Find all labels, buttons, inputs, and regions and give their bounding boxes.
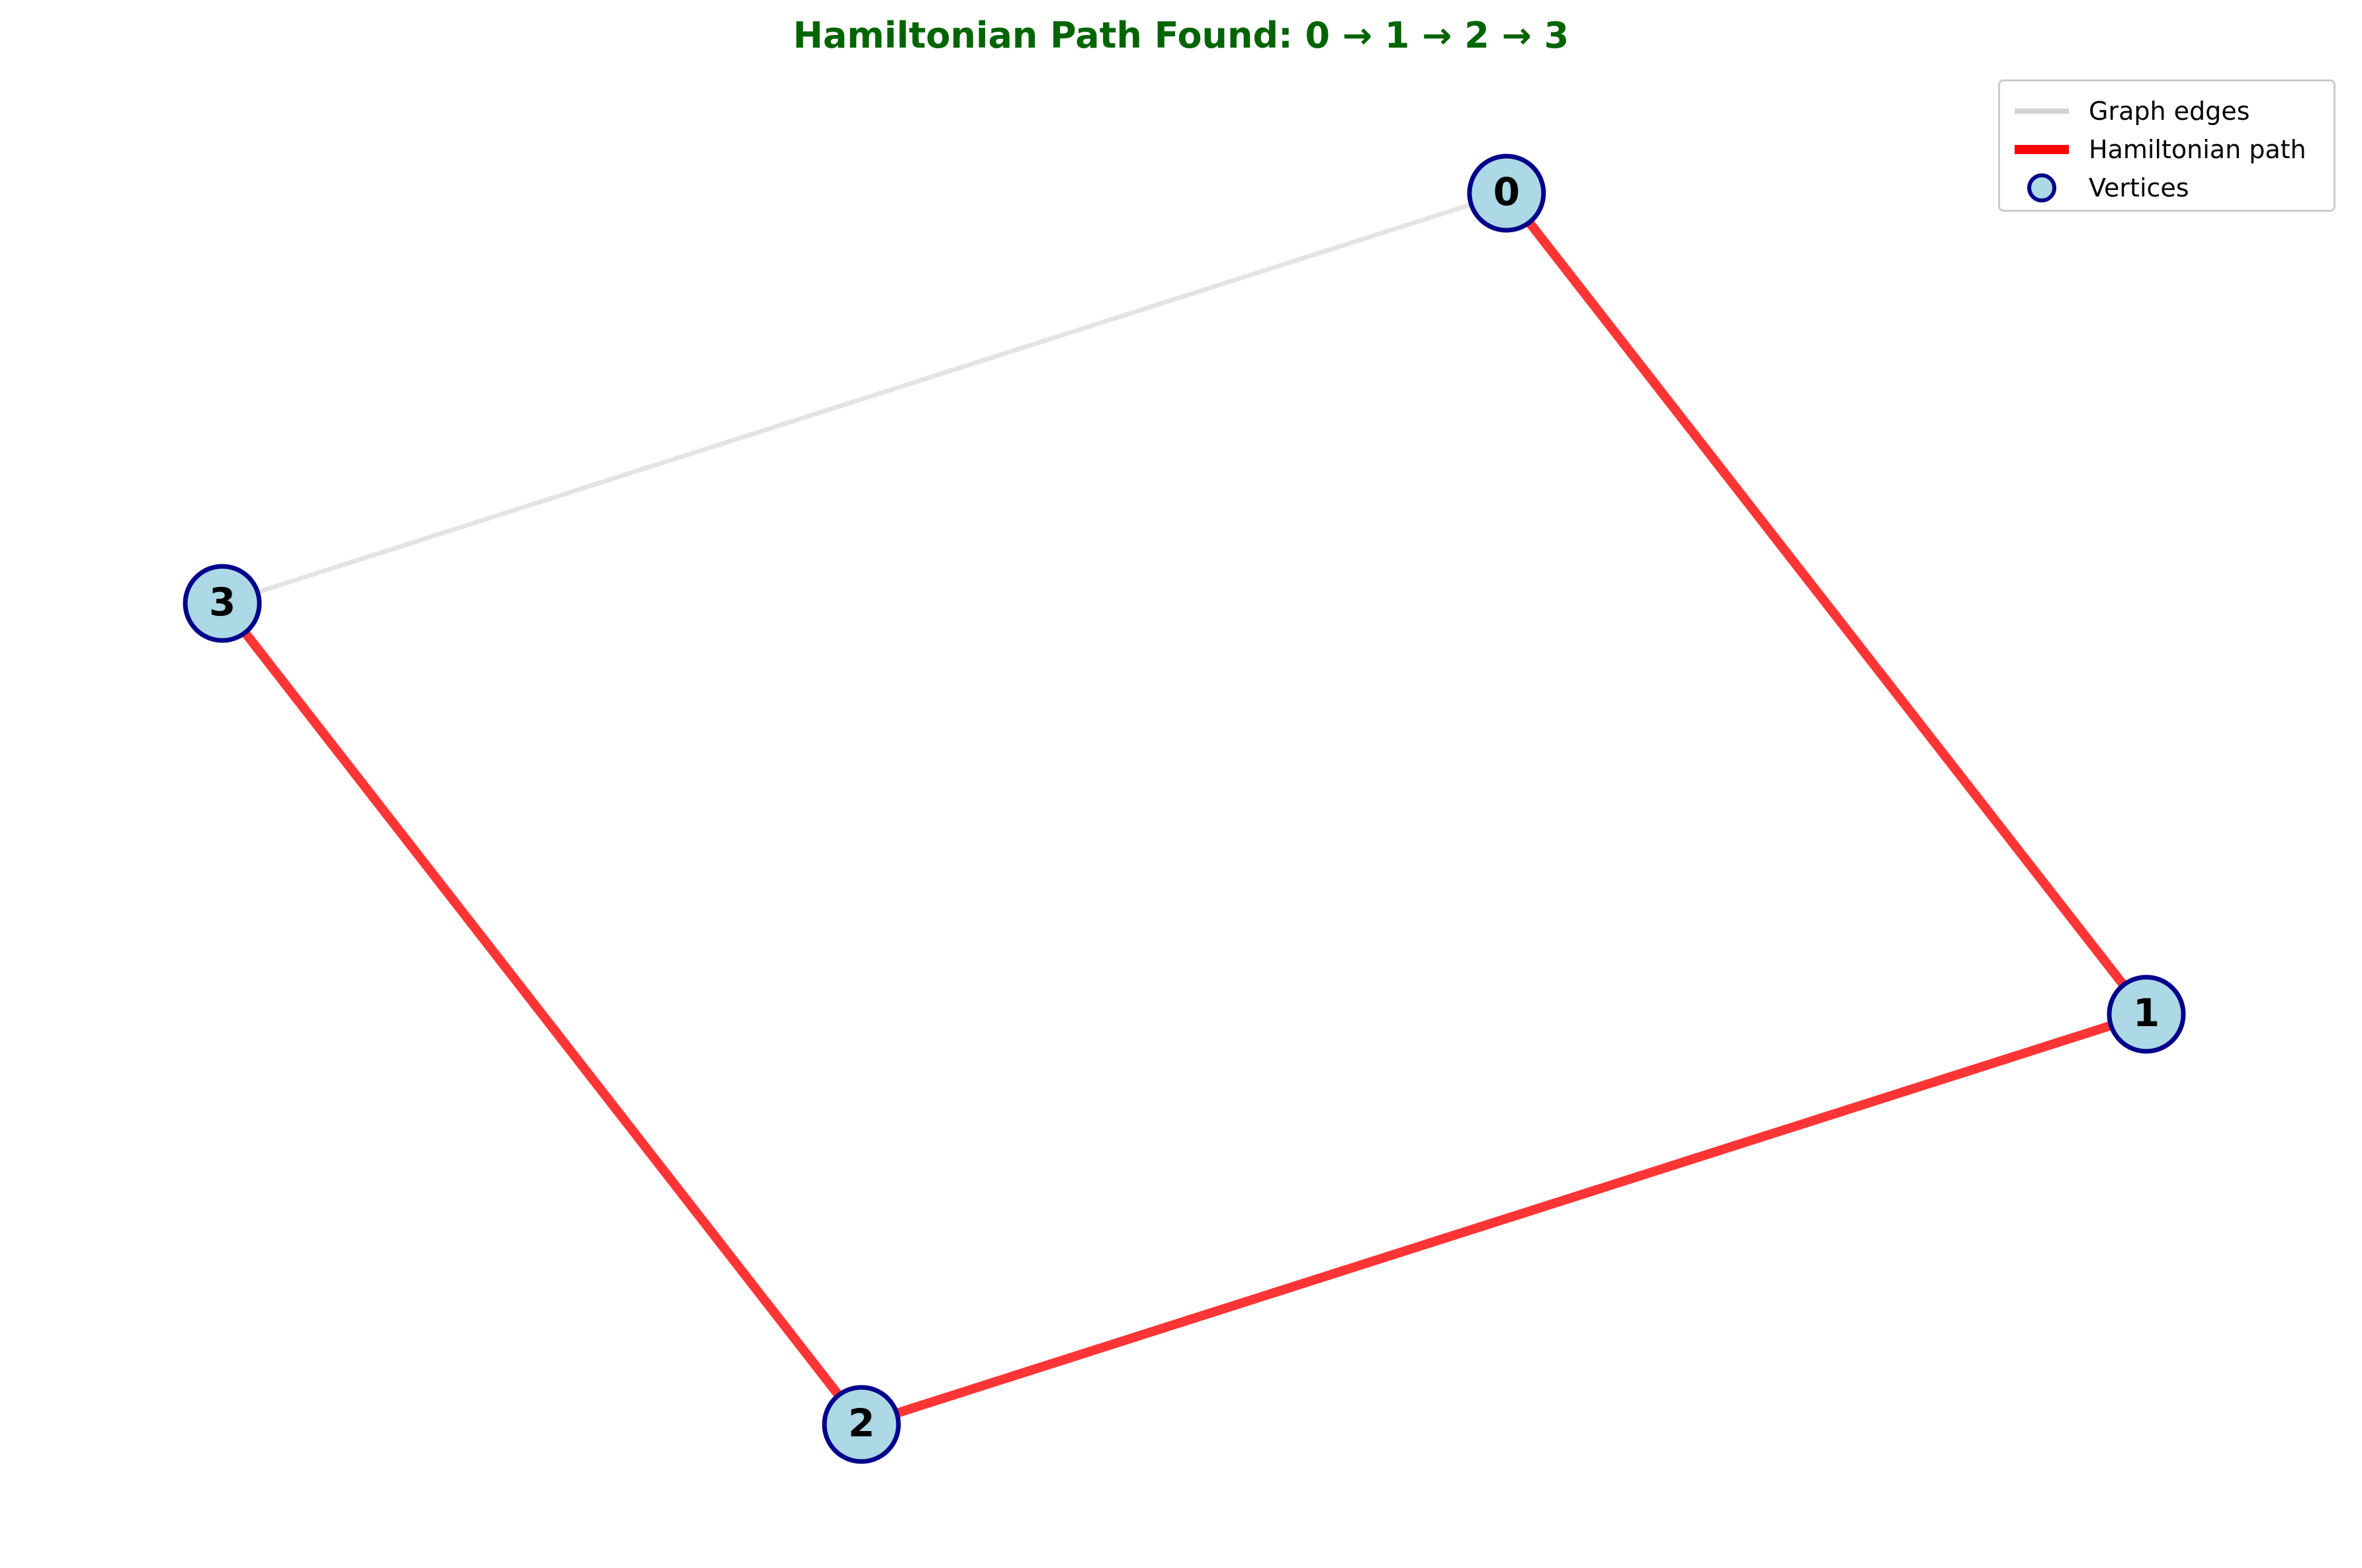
vertex-circle — [183, 564, 262, 643]
vertex-circle — [822, 1385, 901, 1464]
legend-item-vertices: Vertices — [2000, 169, 2334, 207]
legend-item-graph-edges: Graph edges — [2000, 92, 2334, 130]
path-edge-0-1 — [1502, 189, 2151, 1019]
vertex-label: 3 — [209, 580, 236, 625]
legend-item-hamiltonian-path: Hamiltonian path — [2000, 130, 2334, 169]
vertex-1: 1 — [2107, 975, 2186, 1054]
vertex-circle — [2107, 975, 2186, 1054]
legend: Graph edges Hamiltonian path Vertices — [1998, 79, 2336, 212]
gray-line-icon — [2015, 109, 2069, 114]
vertex-3: 3 — [183, 564, 262, 643]
path-edge-1-2 — [857, 1010, 2151, 1429]
vertex-label: 1 — [2133, 990, 2160, 1035]
path-edge-2-3 — [218, 599, 866, 1429]
vertex-0: 0 — [1467, 153, 1546, 233]
vertex-label: 2 — [848, 1401, 875, 1446]
graph-edge-3-0 — [220, 191, 1509, 606]
vertex-circle — [1467, 153, 1546, 233]
vertex-2: 2 — [822, 1385, 901, 1464]
vertex-label: 0 — [1493, 169, 1520, 214]
legend-label-graph-edges: Graph edges — [2089, 97, 2250, 126]
red-line-icon — [2015, 145, 2069, 154]
legend-label-vertices: Vertices — [2089, 173, 2189, 202]
legend-label-hamiltonian-path: Hamiltonian path — [2089, 135, 2306, 164]
vertices-layer: 0 1 2 3 — [183, 153, 2186, 1464]
circle-icon — [2027, 173, 2056, 202]
edges-layer — [218, 189, 2151, 1429]
figure-title: Hamiltonian Path Found: 0 → 1 → 2 → 3 — [793, 15, 1569, 56]
